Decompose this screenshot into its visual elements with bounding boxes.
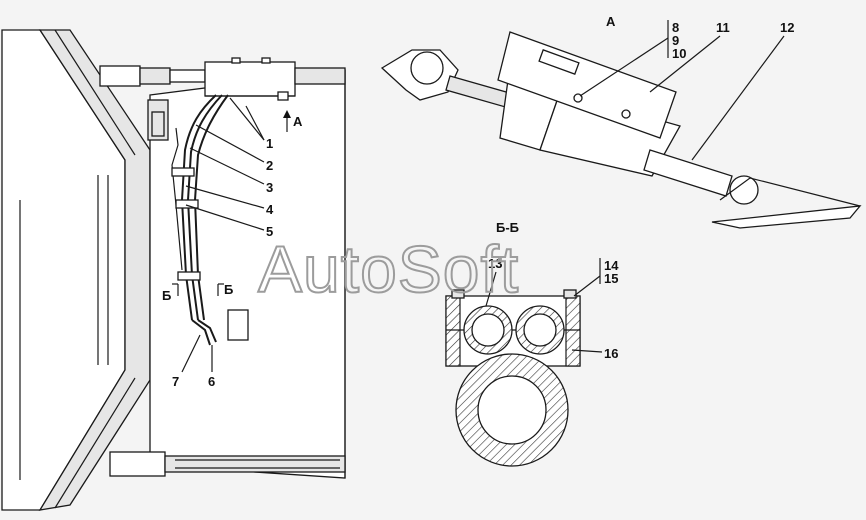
lower-cylinder [109, 451, 346, 477]
callout-leaders-left [181, 97, 265, 373]
hydraulic-hoses [171, 94, 249, 346]
watermark: AutoSoft [258, 232, 519, 306]
callout-9: 9 [672, 33, 679, 48]
callout-1: 1 [266, 136, 273, 151]
callout-4: 4 [266, 202, 274, 217]
callout-2: 2 [266, 158, 273, 173]
callout-6: 6 [208, 374, 215, 389]
callout-5: 5 [266, 224, 273, 239]
section-b-marker-left: Б [162, 288, 171, 303]
blade-assembly-view: А Б Б 1 2 3 4 5 7 6 [1, 29, 346, 511]
section-b-title: Б-Б [496, 220, 519, 235]
callout-12: 12 [780, 20, 794, 35]
section-b-marker-right: Б [224, 282, 233, 297]
blade-face [38, 29, 151, 511]
callout-3: 3 [266, 180, 273, 195]
upper-cylinder [99, 57, 346, 101]
callout-13: 13 [488, 256, 502, 271]
callout-15: 15 [604, 271, 618, 286]
section-b-detail: Б-Б 13 14 15 16 [445, 220, 619, 467]
view-a-arrow-label: А [293, 114, 303, 129]
view-a-detail: А 8 9 10 11 12 [380, 14, 862, 229]
section-b-markers: Б Б [162, 282, 233, 303]
callout-14: 14 [604, 258, 619, 273]
callout-16: 16 [604, 346, 618, 361]
callout-10: 10 [672, 46, 686, 61]
callout-7: 7 [172, 374, 179, 389]
callout-8: 8 [672, 20, 679, 35]
callout-11: 11 [716, 20, 730, 35]
view-a-title: А [606, 14, 616, 29]
view-a-arrow: А [283, 110, 303, 132]
